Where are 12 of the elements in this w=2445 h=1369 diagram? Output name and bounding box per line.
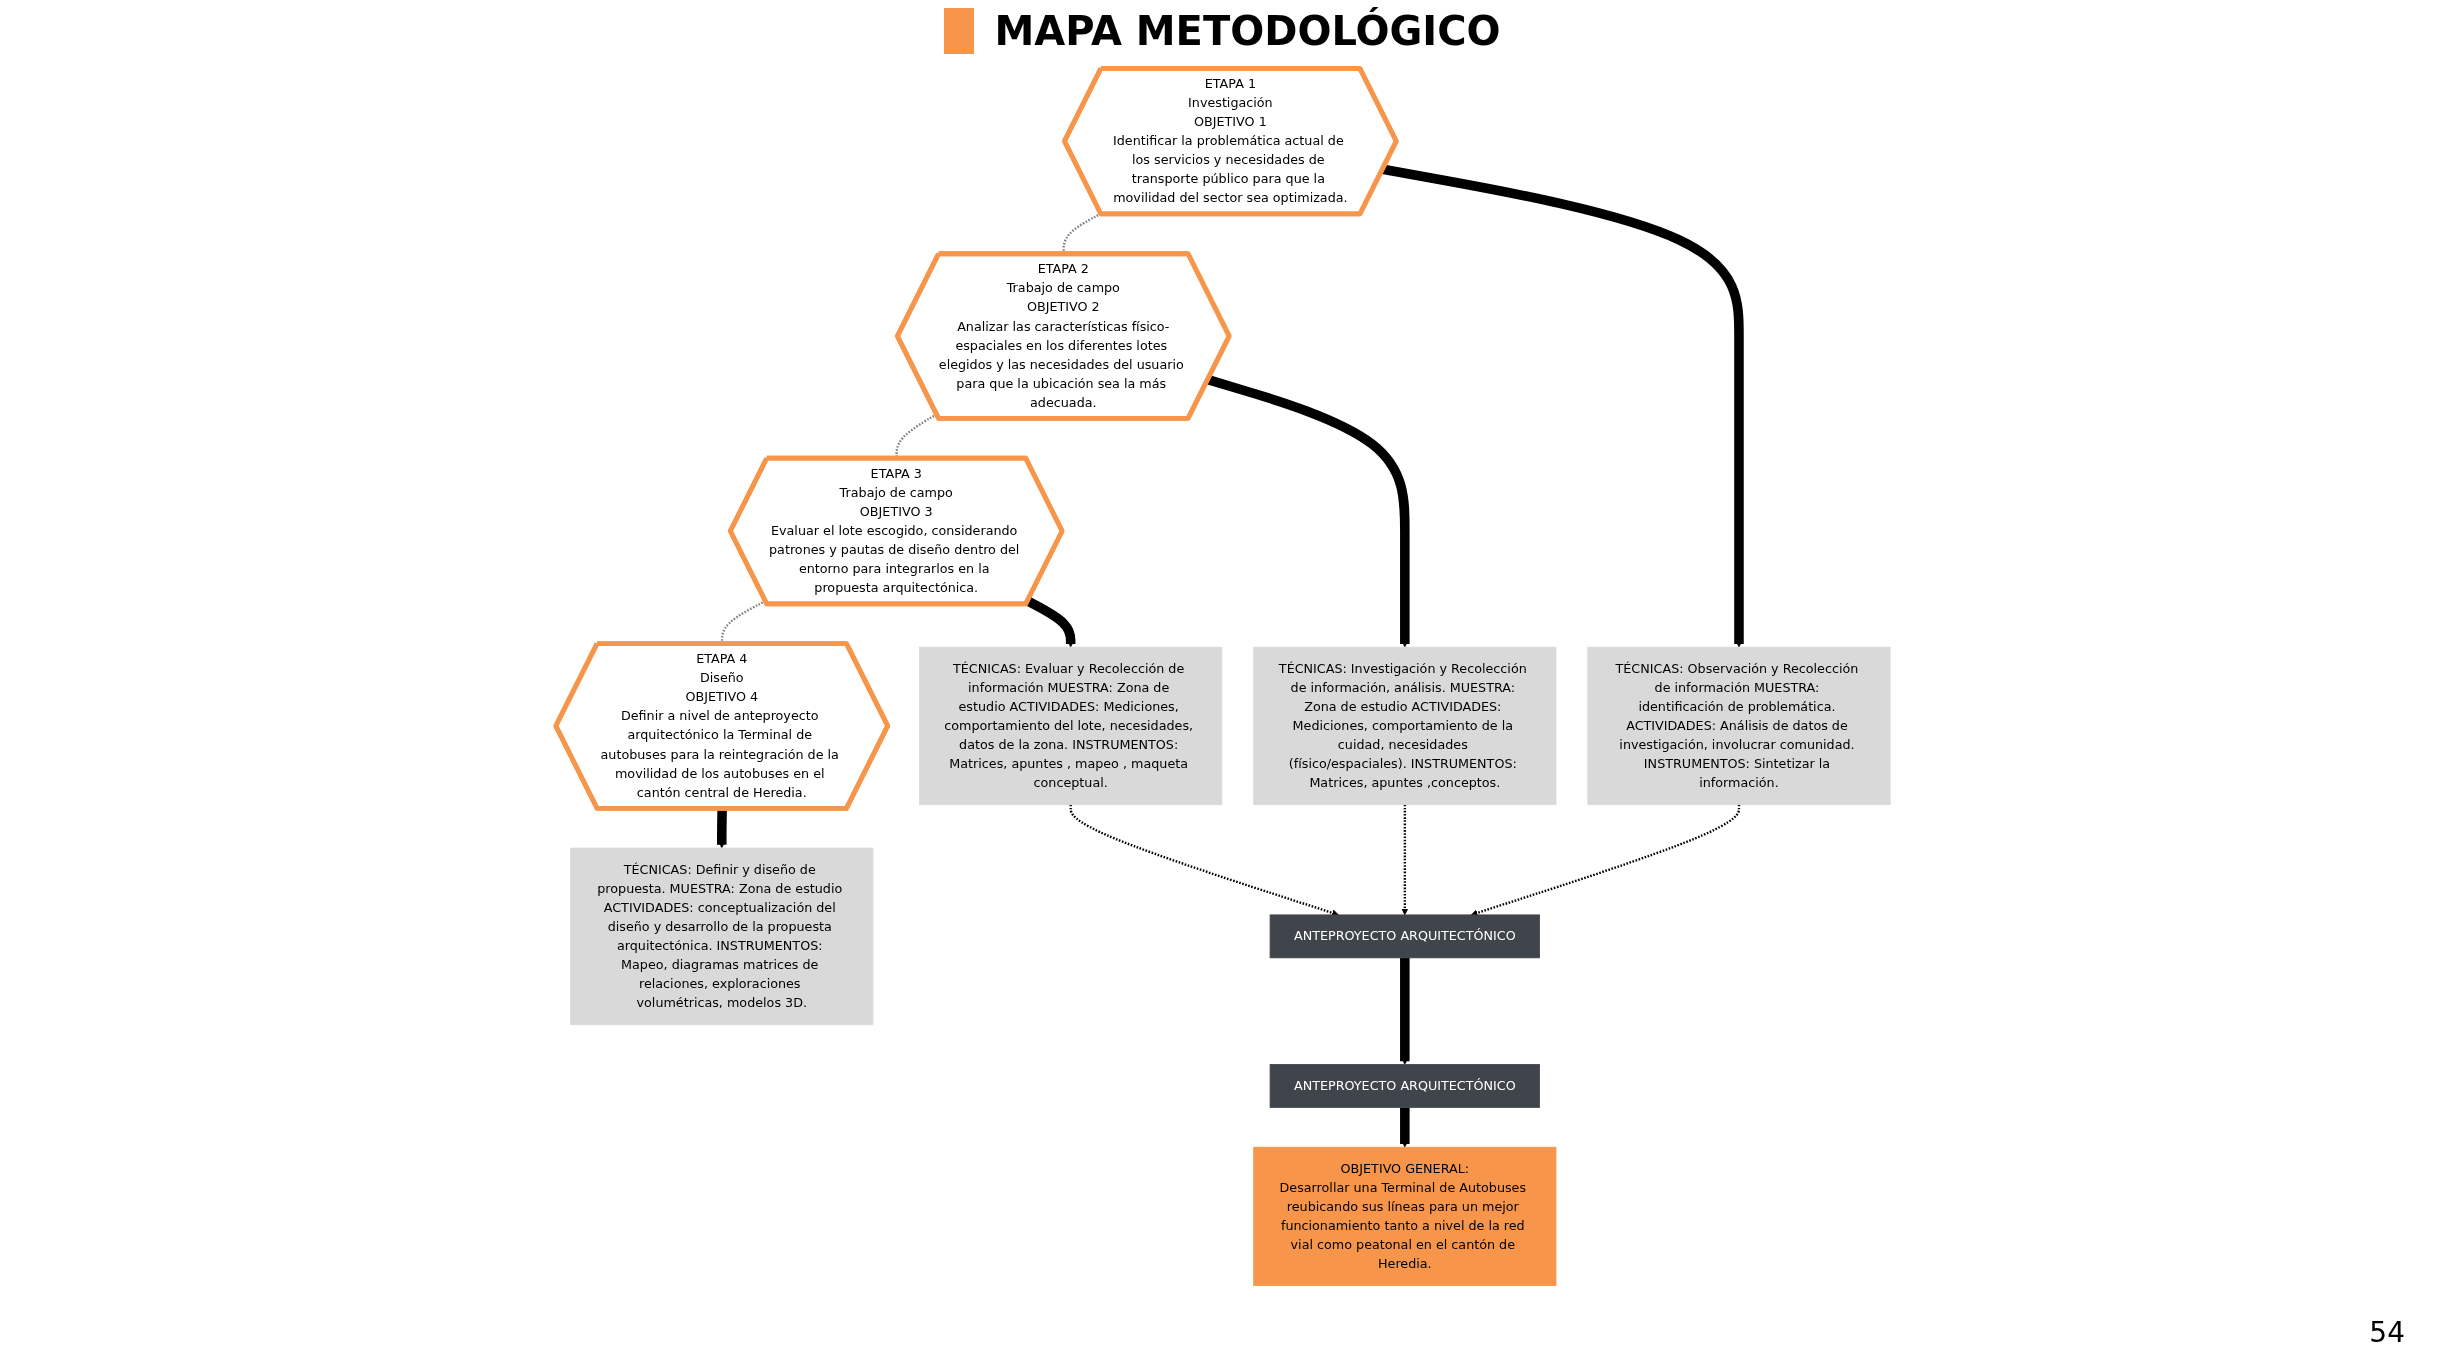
arrow [1381,164,1744,648]
arrow [1400,804,1408,916]
node-box: ANTEPROYECTO ARQUITECTÓNICO [1269,914,1540,959]
node-box: TÉCNICAS: Observación y Recolección de información MUESTRA: identificación de problemática. ACTIVIDADES: Análisis de datos de investigación, involucrar comunidad. INSTRUMENTOS: Sintetizar la información. [1586,646,1891,806]
node-box: TÉCNICAS: Investigación y Recolección de información, análisis. MUESTRA: Zona de estudio ACTIVIDADES: Mediciones, comportamiento de la cuidad, necesidades (físico/espaciales). INSTRUMENTOS: Matrices, apuntes ,conceptos. [1252,646,1556,806]
arrow [1399,957,1410,1065]
node-box: TÉCNICAS: Evaluar y Recolección de información MUESTRA: Zona de estudio ACTIVIDADES: Mediciones, comportamiento del lote, necesidades, datos de la zona. INSTRUMENTOS: Matrices, apuntes , mapeo , maqueta conceptual. [918,646,1222,806]
node-box: OBJETIVO GENERAL: Desarrollar una Terminal de Autobuses reubicando sus líneas para un mejor funcionamiento tanto a nivel de la red vial como peatonal en el cantón de Heredia. [1252,1146,1556,1287]
node-box: ANTEPROYECTO ARQUITECTÓNICO [1269,1064,1540,1108]
page-number: 54 [2369,1316,2405,1349]
arrow [1206,375,1410,648]
node-box: TÉCNICAS: Definir y diseño de propuesta. MUESTRA: Zona de estudio ACTIVIDADES: conceptualización del diseño y desarrollo de la propuesta arquitectónica. INSTRUMENTOS: Mapeo, diagramas matrices de relaciones, exploraciones volumétricas, modelos 3D. [569,847,873,1026]
